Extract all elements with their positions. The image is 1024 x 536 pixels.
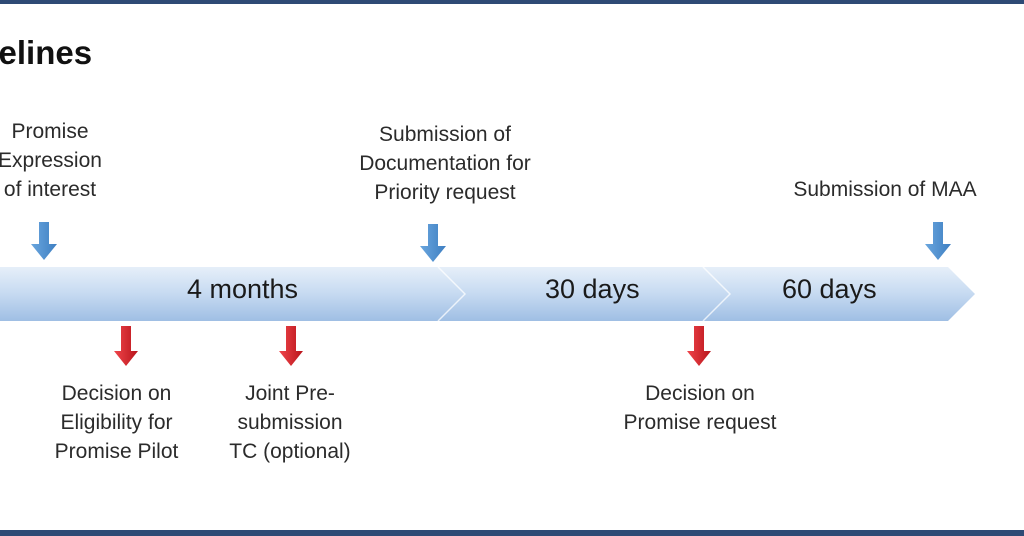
blue-arrow-icon-promise-eoi <box>31 222 57 260</box>
blue-arrow-icon-submission-maa <box>925 222 951 260</box>
red-arrow-icon-decision-eligibility <box>114 326 138 366</box>
milestone-label-submission-documentation: Submission of Documentation for Priority… <box>359 123 531 204</box>
timeline-segment-60-days <box>703 267 975 321</box>
segment-label-30-days: 30 days <box>545 274 640 304</box>
milestone-label-submission-maa: Submission of MAA <box>793 178 977 201</box>
red-arrow-icon-decision-promise-request <box>687 326 711 366</box>
timeline-segment-30-days <box>438 267 730 321</box>
slide: imelines Promise Expression of interest … <box>0 4 1024 530</box>
blue-arrow-icon-submission-documentation <box>420 224 446 262</box>
slide-title: imelines <box>0 34 93 71</box>
segment-label-4-months: 4 months <box>187 274 299 304</box>
milestone-label-joint-presubmission: Joint Pre- submission TC (optional) <box>229 382 351 463</box>
red-arrow-icon-joint-presubmission <box>279 326 303 366</box>
segment-label-60-days: 60 days <box>782 274 877 304</box>
milestone-label-promise-eoi: Promise Expression of interest <box>0 120 102 201</box>
milestone-label-decision-promise-request: Decision on Promise request <box>623 382 777 434</box>
milestone-label-decision-eligibility: Decision on Eligibility for Promise Pilo… <box>54 382 179 463</box>
timeline-bar <box>0 267 975 321</box>
timeline-segment-4-months <box>0 267 465 321</box>
